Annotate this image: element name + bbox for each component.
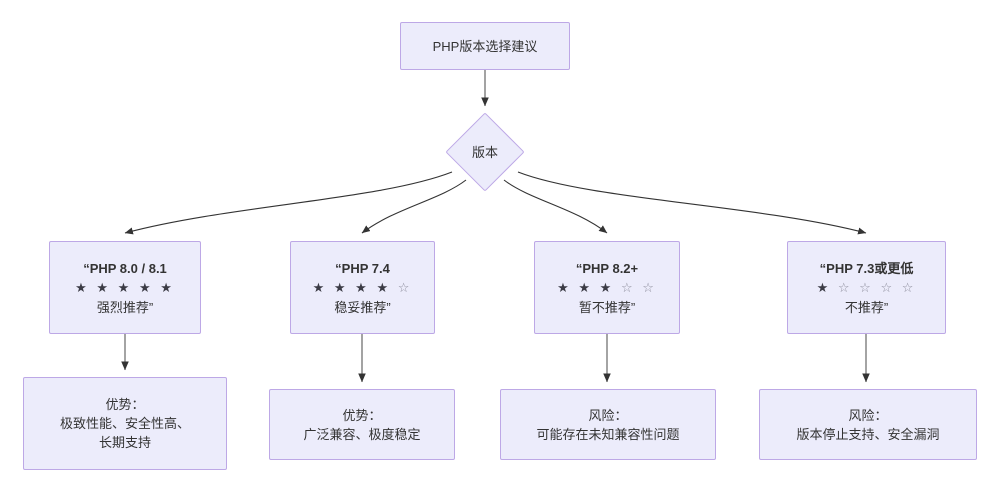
- option-rating-stars: ★ ★ ★ ☆ ☆: [557, 279, 657, 295]
- option-rating-stars: ★ ★ ★ ★ ☆: [312, 279, 413, 295]
- option-title: “PHP 7.4: [335, 260, 390, 276]
- node-detail-php-82plus[interactable]: 风险： 可能存在未知兼容性问题: [500, 389, 716, 460]
- detail-line: 广泛兼容、极度稳定: [303, 426, 421, 442]
- option-verdict: 不推荐”: [844, 299, 889, 315]
- detail-line: 长期支持: [98, 435, 151, 450]
- node-detail-php-73-or-lower[interactable]: 风险： 版本停止支持、安全漏洞: [759, 389, 977, 460]
- node-option-php-73-or-lower[interactable]: “PHP 7.3或更低 ★ ☆ ☆ ☆ ☆ 不推荐”: [787, 241, 946, 334]
- node-option-php-74[interactable]: “PHP 7.4 ★ ★ ★ ★ ☆ 稳妥推荐”: [290, 241, 435, 334]
- option-verdict: 强烈推荐”: [96, 299, 154, 315]
- option-title: “PHP 8.2+: [575, 260, 639, 276]
- edge-decision-to-php-82plus: [503, 179, 608, 234]
- node-title[interactable]: PHP版本选择建议: [400, 22, 570, 70]
- detail-line: 版本停止支持、安全漏洞: [796, 426, 940, 442]
- option-title: “PHP 7.3或更低: [819, 260, 914, 276]
- option-title: “PHP 8.0 / 8.1: [83, 260, 167, 276]
- edge-decision-to-php-73-or-lower: [517, 171, 867, 235]
- option-rating-stars: ★ ☆ ☆ ☆ ☆: [816, 279, 917, 295]
- detail-heading: 优势：: [342, 407, 382, 423]
- node-detail-php-74[interactable]: 优势： 广泛兼容、极度稳定: [269, 389, 455, 460]
- node-detail-php-80-81[interactable]: 优势： 极致性能、安全性高、 长期支持: [23, 377, 227, 470]
- option-verdict: 稳妥推荐”: [334, 299, 391, 315]
- detail-heading: 风险：: [588, 407, 628, 423]
- node-decision-label: 版本: [471, 144, 498, 160]
- option-rating-stars: ★ ★ ★ ★ ★: [75, 279, 175, 295]
- edge-decision-to-php-74: [361, 179, 467, 234]
- detail-heading: 优势：: [105, 397, 145, 412]
- node-option-php-82plus[interactable]: “PHP 8.2+ ★ ★ ★ ☆ ☆ 暂不推荐”: [534, 241, 680, 334]
- option-verdict: 暂不推荐”: [578, 299, 636, 315]
- detail-line: 极致性能、安全性高、: [59, 416, 190, 431]
- node-title-label: PHP版本选择建议: [432, 38, 538, 54]
- node-option-php-80-81[interactable]: “PHP 8.0 / 8.1 ★ ★ ★ ★ ★ 强烈推荐”: [49, 241, 201, 334]
- edge-decision-to-php-80-81: [124, 171, 453, 235]
- detail-line: 可能存在未知兼容性问题: [536, 426, 680, 442]
- detail-heading: 风险：: [848, 407, 888, 423]
